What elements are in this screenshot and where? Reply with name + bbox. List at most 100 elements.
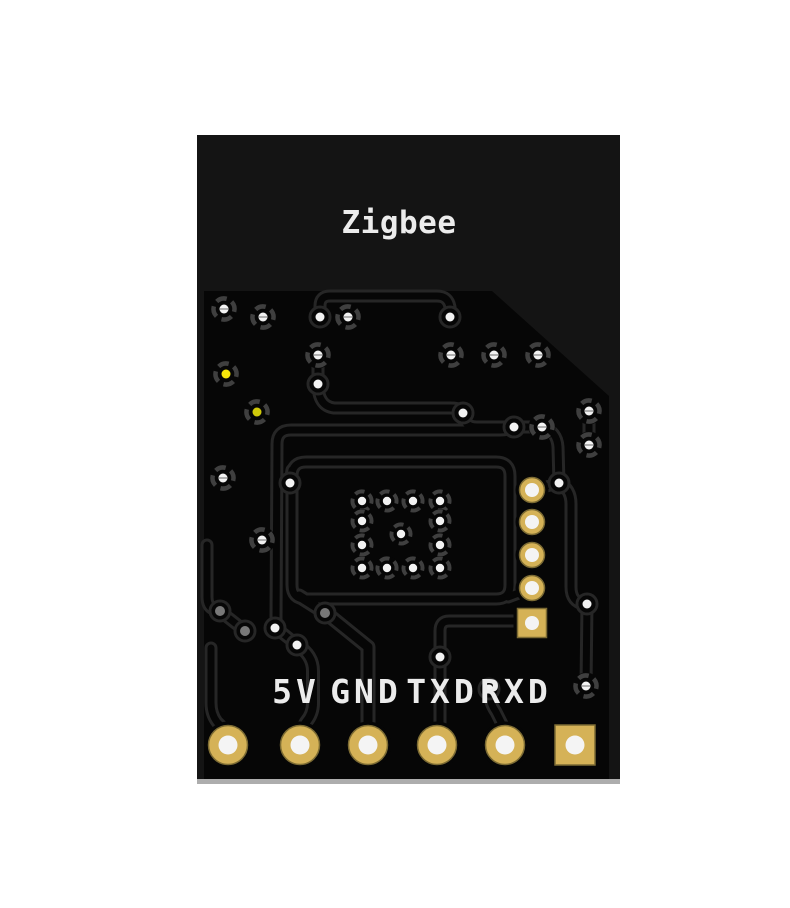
silkscreen-title: Zigbee — [342, 205, 457, 241]
via-clearance-ring — [285, 633, 309, 657]
via-hole — [458, 408, 468, 418]
via-clearance-ring — [451, 401, 475, 425]
thermal-relief-arcs — [375, 556, 399, 580]
via-plain — [308, 305, 332, 329]
pad-hole — [218, 735, 238, 755]
via-clearance-ring — [313, 601, 337, 625]
via-hole — [408, 496, 418, 506]
via-array — [401, 489, 425, 513]
via-hole — [357, 563, 367, 573]
via-hole — [484, 684, 494, 694]
edge-highlight — [197, 779, 620, 784]
via-hole — [313, 379, 323, 389]
via-hole — [320, 608, 330, 618]
gold-pad-round — [413, 721, 461, 769]
via-thermal — [437, 341, 465, 369]
pin-label-gnd: GND — [330, 672, 402, 711]
via-array — [428, 489, 452, 513]
via-array — [350, 556, 374, 580]
pad-hole — [290, 735, 310, 755]
thermal-relief-arcs — [401, 556, 425, 580]
via-array — [428, 533, 452, 557]
thermal-relief-arcs — [525, 342, 551, 368]
via-clearance-ring — [308, 305, 332, 329]
via-hole — [221, 369, 231, 379]
via-array — [350, 533, 374, 557]
thermal-relief-arcs — [428, 533, 452, 557]
via-hole — [435, 563, 445, 573]
via-plain — [502, 415, 526, 439]
trace-copper — [203, 292, 593, 735]
via-plain — [263, 616, 287, 640]
thermal-relief-arcs — [335, 304, 361, 330]
thermal-relief-arcs — [244, 399, 270, 425]
via-clearance-ring — [428, 645, 452, 669]
gold-pad-square — [551, 721, 599, 769]
via-hole — [445, 312, 455, 322]
vias — [208, 295, 603, 701]
via-array — [350, 489, 374, 513]
pad-hole — [525, 483, 539, 497]
via-clearance-ring — [502, 415, 526, 439]
via-hole — [292, 640, 302, 650]
via-gray — [313, 601, 337, 625]
via-hole — [357, 516, 367, 526]
via-hole — [396, 529, 406, 539]
via-array — [375, 556, 399, 580]
pin-label-5v: 5V — [272, 672, 320, 711]
via-hole — [240, 626, 250, 636]
via-thermal — [334, 303, 362, 331]
via-hole — [435, 516, 445, 526]
via-hole — [270, 623, 280, 633]
gold-pad-round — [515, 505, 549, 539]
via-hole — [252, 407, 262, 417]
via-clearance-ring — [263, 616, 287, 640]
via-plain — [547, 471, 571, 495]
via-hole — [554, 478, 564, 488]
thermal-relief-arcs — [210, 465, 236, 491]
gold-pad-round — [344, 721, 392, 769]
via-plain — [428, 645, 452, 669]
pad-hole — [358, 735, 378, 755]
via-hole — [408, 563, 418, 573]
solder-pads — [204, 473, 599, 769]
thermal-relief-arcs — [481, 342, 507, 368]
thermal-relief-arcs — [438, 342, 464, 368]
via-plain — [306, 372, 330, 396]
thermal-relief-arcs — [529, 414, 555, 440]
via-thermal — [209, 464, 237, 492]
via-clearance-ring — [233, 619, 257, 643]
via-plain — [575, 592, 599, 616]
pad-hole — [525, 616, 539, 630]
pad-hole — [525, 515, 539, 529]
thermal-relief-arcs — [350, 533, 374, 557]
via-plain — [278, 471, 302, 495]
via-clearance-ring — [306, 372, 330, 396]
pad-hole — [525, 581, 539, 595]
gold-pad-round — [515, 571, 549, 605]
via-hole — [215, 606, 225, 616]
thermal-relief-arcs — [573, 673, 599, 699]
via-thermal — [249, 303, 277, 331]
via-thermal — [524, 341, 552, 369]
via-yellow — [212, 360, 240, 388]
via-hole — [357, 496, 367, 506]
thermal-relief-arcs — [576, 398, 602, 424]
trace — [316, 292, 454, 321]
thermal-relief-arcs — [350, 509, 374, 533]
via-array — [428, 556, 452, 580]
thermal-relief-arcs — [428, 489, 452, 513]
via-hole — [509, 422, 519, 432]
via-array — [428, 509, 452, 533]
thermal-relief-arcs — [576, 432, 602, 458]
via-hole — [357, 540, 367, 550]
thermal-relief-arcs — [213, 361, 239, 387]
via-clearance-ring — [575, 592, 599, 616]
via-hole — [435, 496, 445, 506]
via-hole — [285, 478, 295, 488]
thermal-relief-arcs — [375, 489, 399, 513]
via-clearance-ring — [477, 677, 501, 701]
via-thermal — [572, 672, 600, 700]
thermal-relief-arcs — [428, 556, 452, 580]
